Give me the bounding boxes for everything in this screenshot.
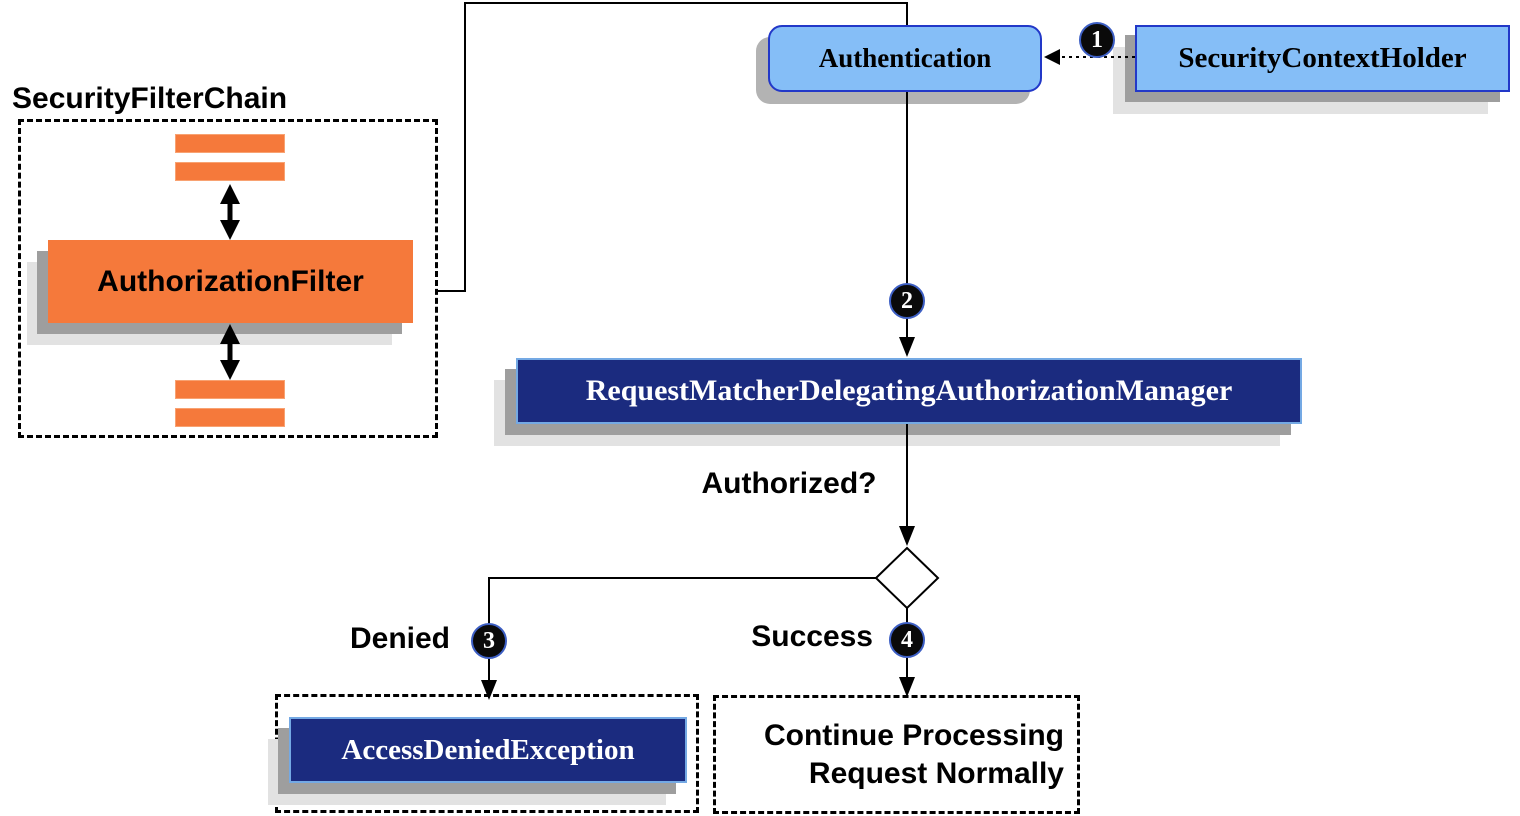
flow-line-filter-to-manager <box>437 2 908 338</box>
chain-arrow-top-up-head <box>220 184 240 204</box>
continue-processing-line1: Continue Processing <box>763 718 1064 752</box>
arrowhead-into-diamond <box>899 526 915 546</box>
chain-arrow-top-down-head <box>220 220 240 240</box>
security-filter-chain-box <box>18 119 438 438</box>
filter-placeholder-bar <box>175 162 285 181</box>
authorization-manager-node: RequestMatcherDelegatingAuthorizationMan… <box>516 358 1302 424</box>
authorized-question-label: Authorized? <box>701 467 877 500</box>
step-badge-2: 2 <box>889 283 925 319</box>
authorization-filter-node: AuthorizationFilter <box>48 240 413 323</box>
arrowhead-into-manager <box>899 337 915 357</box>
arrowhead-into-authentication <box>1044 49 1060 65</box>
flow-line-denied-branch <box>488 577 876 624</box>
security-context-holder-node: SecurityContextHolder <box>1135 25 1510 92</box>
filter-placeholder-bar <box>175 134 285 153</box>
denied-branch-label: Denied <box>349 622 450 655</box>
chain-arrow-bottom-down-head <box>220 360 240 380</box>
continue-processing-dashed-box: Continue Processing Request Normally <box>713 695 1080 814</box>
continue-processing-text: Continue Processing Request Normally <box>716 698 1077 811</box>
continue-processing-line2: Request Normally <box>808 756 1064 790</box>
step-badge-1: 1 <box>1079 22 1115 58</box>
security-filter-chain-title: SecurityFilterChain <box>12 82 288 115</box>
chain-arrow-bottom-up-head <box>220 324 240 344</box>
arrowhead-into-success-box <box>899 677 915 697</box>
filter-placeholder-bar <box>175 408 285 427</box>
filter-placeholder-bar <box>175 380 285 399</box>
step-badge-4: 4 <box>889 622 925 658</box>
decision-diamond <box>874 546 940 610</box>
success-branch-label: Success <box>751 620 873 653</box>
arrowhead-into-denied-box <box>481 680 497 700</box>
access-denied-exception-node: AccessDeniedException <box>289 717 687 783</box>
step-badge-3: 3 <box>471 623 507 659</box>
authentication-node: Authentication <box>768 25 1042 92</box>
